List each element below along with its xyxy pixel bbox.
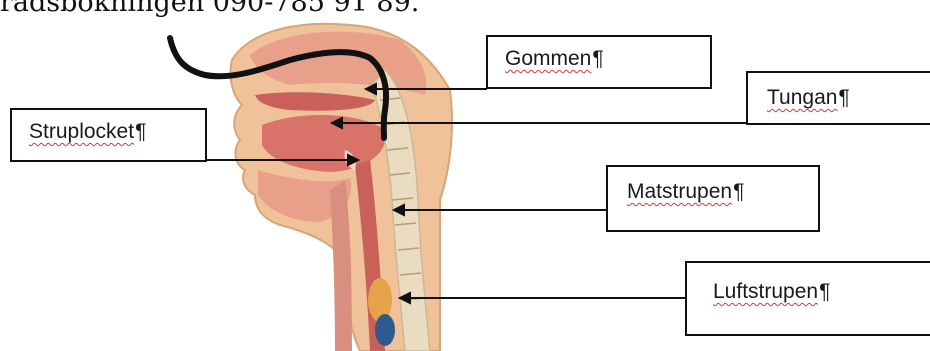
vessel-shape <box>375 314 395 346</box>
label-text-struplocket: Struplocket¶ <box>29 120 146 144</box>
label-text-luftstrupen: Luftstrupen¶ <box>713 280 830 304</box>
pointer-luftstrupen <box>400 293 686 303</box>
label-text-tungan: Tungan¶ <box>767 86 850 110</box>
label-text-matstrupen: Matstrupen¶ <box>627 180 744 204</box>
label-text-gommen: Gommen¶ <box>505 47 604 71</box>
